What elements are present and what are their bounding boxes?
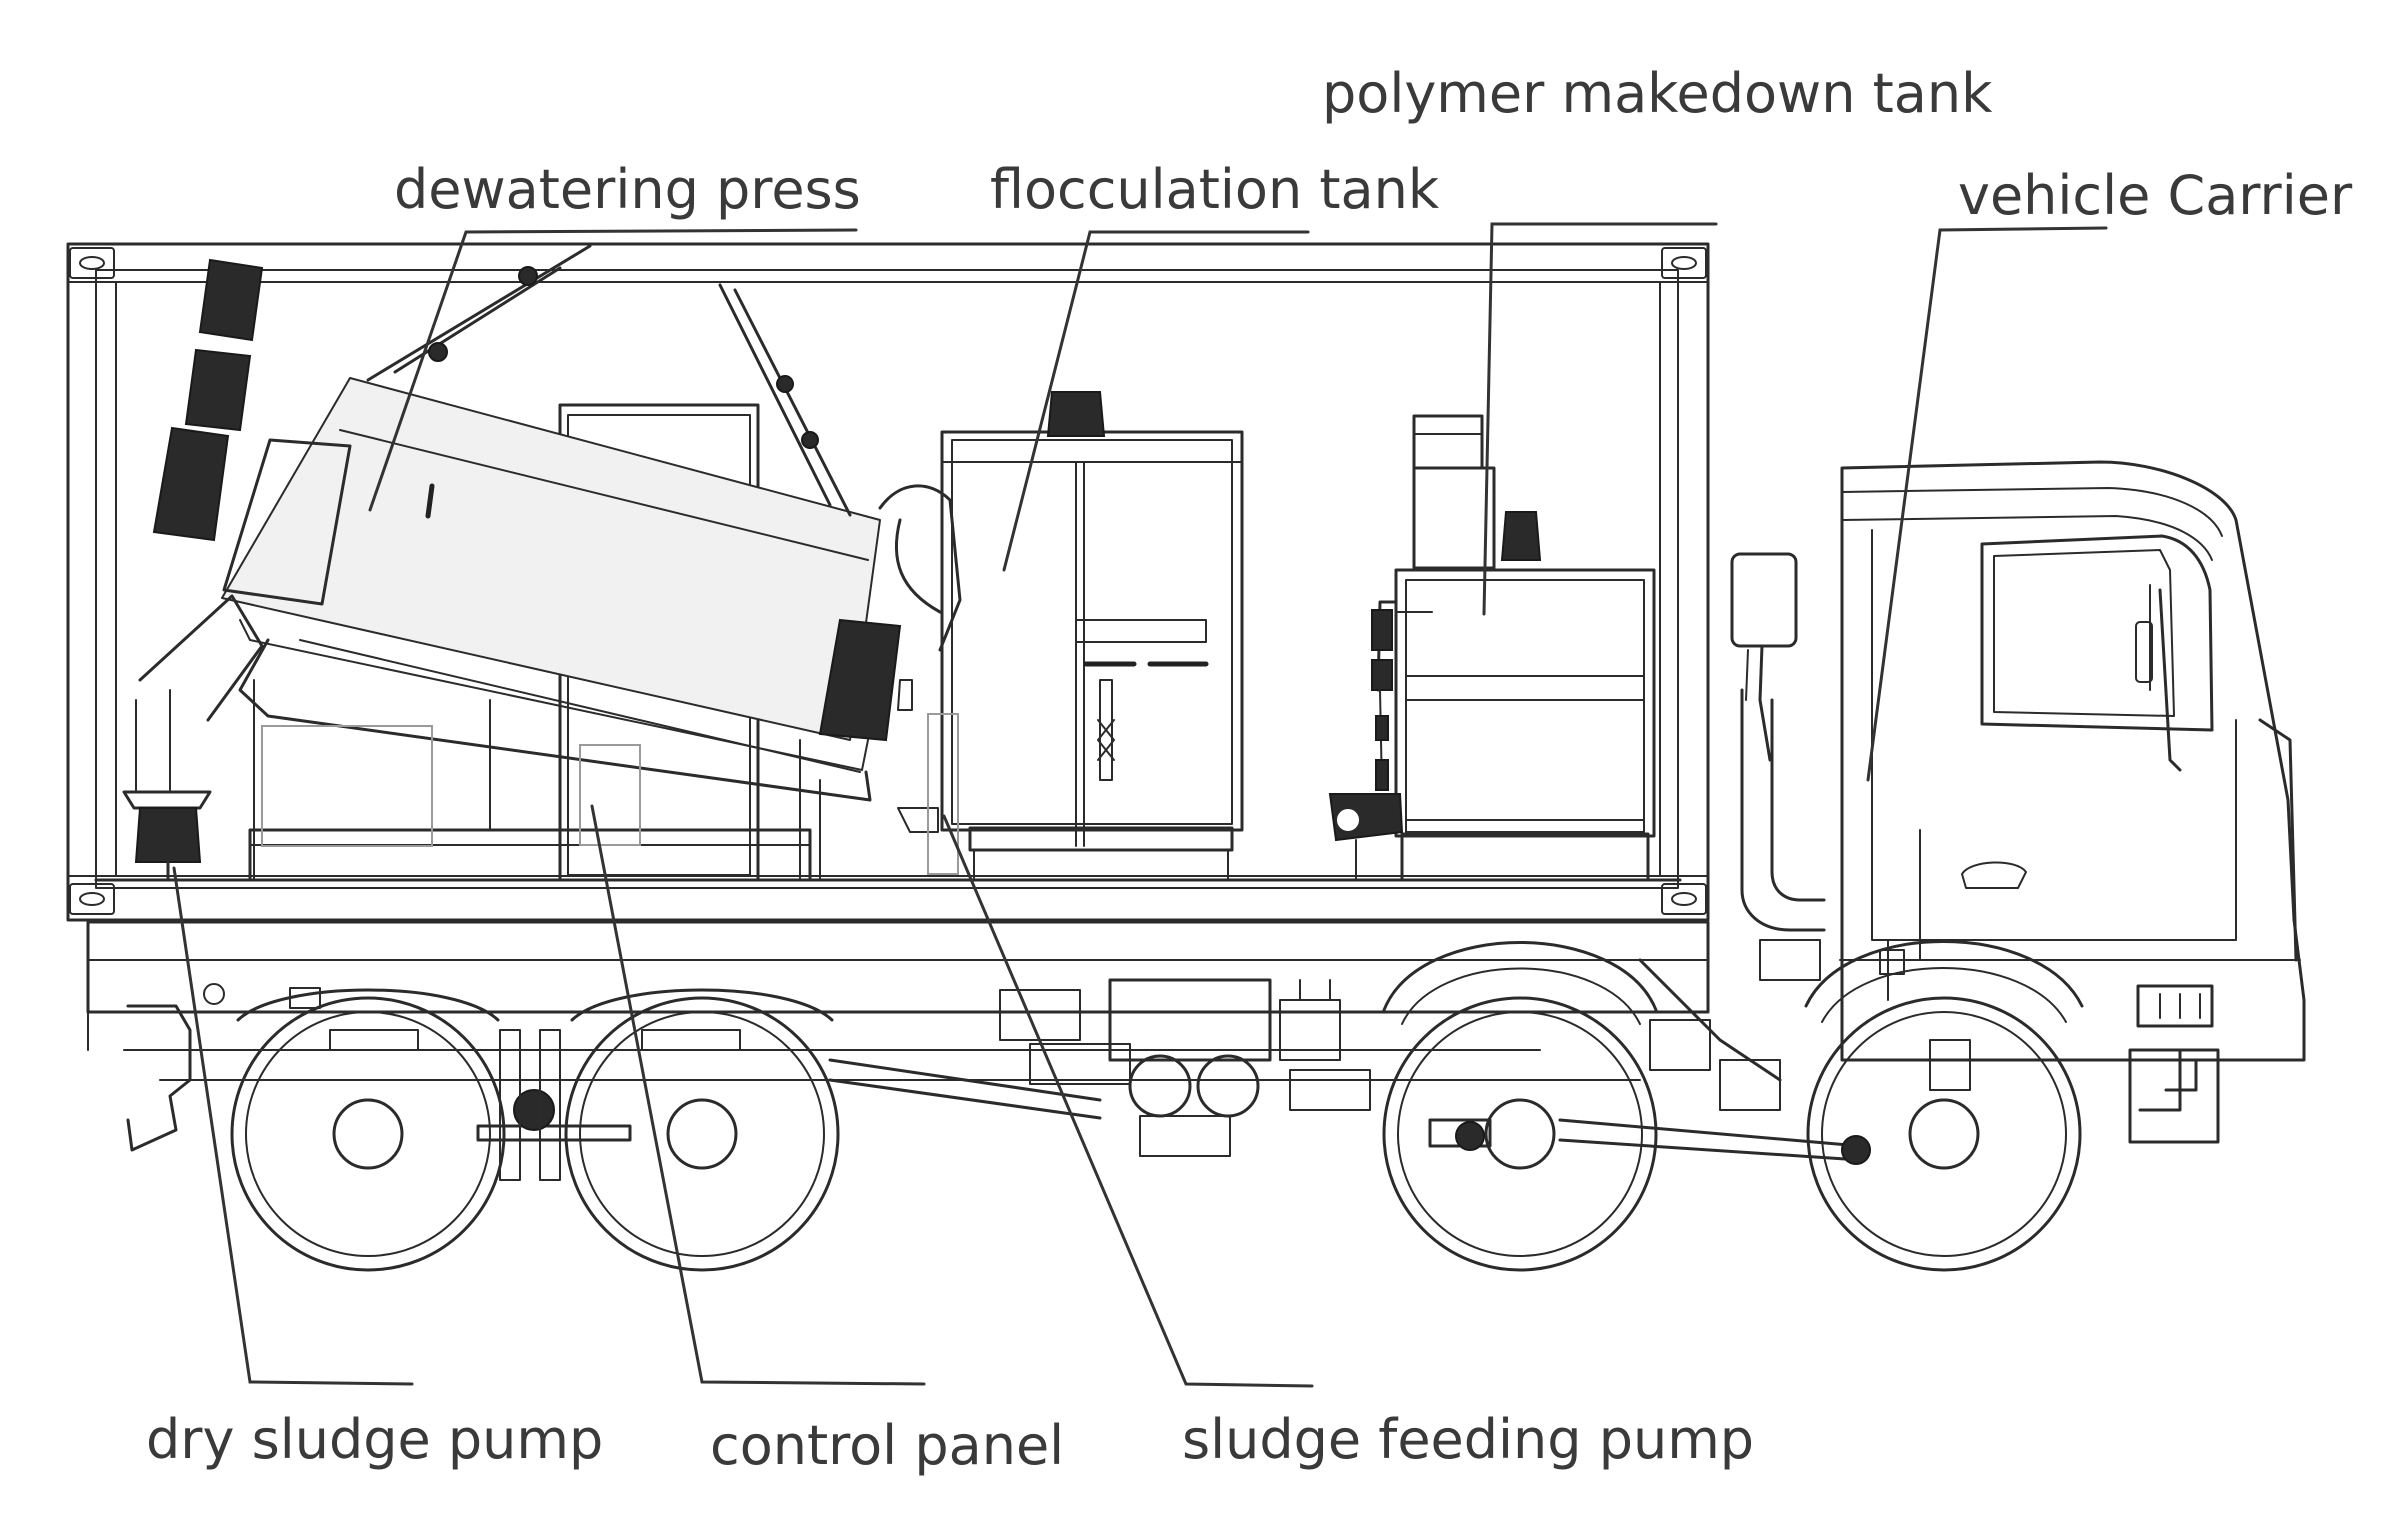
label-dry-sludge-pump: dry sludge pump: [146, 1408, 603, 1471]
dry-sludge-pump: [122, 689, 212, 882]
wheels: [230, 940, 2084, 1272]
label-polymer-makedown-tank: polymer makedown tank: [1322, 62, 1993, 125]
leader-vehicle-carrier: [1866, 226, 2108, 782]
wheel-4: [1804, 940, 2084, 1272]
leader-lines: [172, 222, 2108, 1388]
leader-dewatering-press: [368, 228, 858, 512]
wheel-1: [230, 988, 506, 1272]
wheel-3: [1382, 941, 1658, 1272]
leader-polymer-makedown-tank: [1482, 222, 1718, 616]
leader-dry-sludge-pump: [172, 866, 414, 1386]
leader-sludge-feeding-pump: [942, 814, 1314, 1388]
wheel-2: [564, 988, 840, 1272]
vehicle-cab: [1730, 460, 2306, 1144]
label-flocculation-tank: flocculation tank: [990, 158, 1440, 221]
label-dewatering-press: dewatering press: [394, 158, 861, 221]
vehicle-frame: [86, 920, 1710, 1081]
dewatering-press: [138, 244, 962, 882]
label-vehicle-carrier: vehicle Carrier: [1958, 164, 2353, 227]
label-control-panel: control panel: [710, 1414, 1064, 1477]
labels: dewatering press flocculation tank polym…: [146, 62, 2353, 1477]
polymer-makedown-tank: [1328, 414, 1656, 882]
chassis-details: [126, 939, 1905, 1181]
leader-flocculation-tank: [1002, 230, 1310, 572]
label-sludge-feeding-pump: sludge feeding pump: [1182, 1408, 1754, 1471]
leader-control-panel: [590, 804, 926, 1386]
flocculation-tank: [897, 391, 1244, 881]
